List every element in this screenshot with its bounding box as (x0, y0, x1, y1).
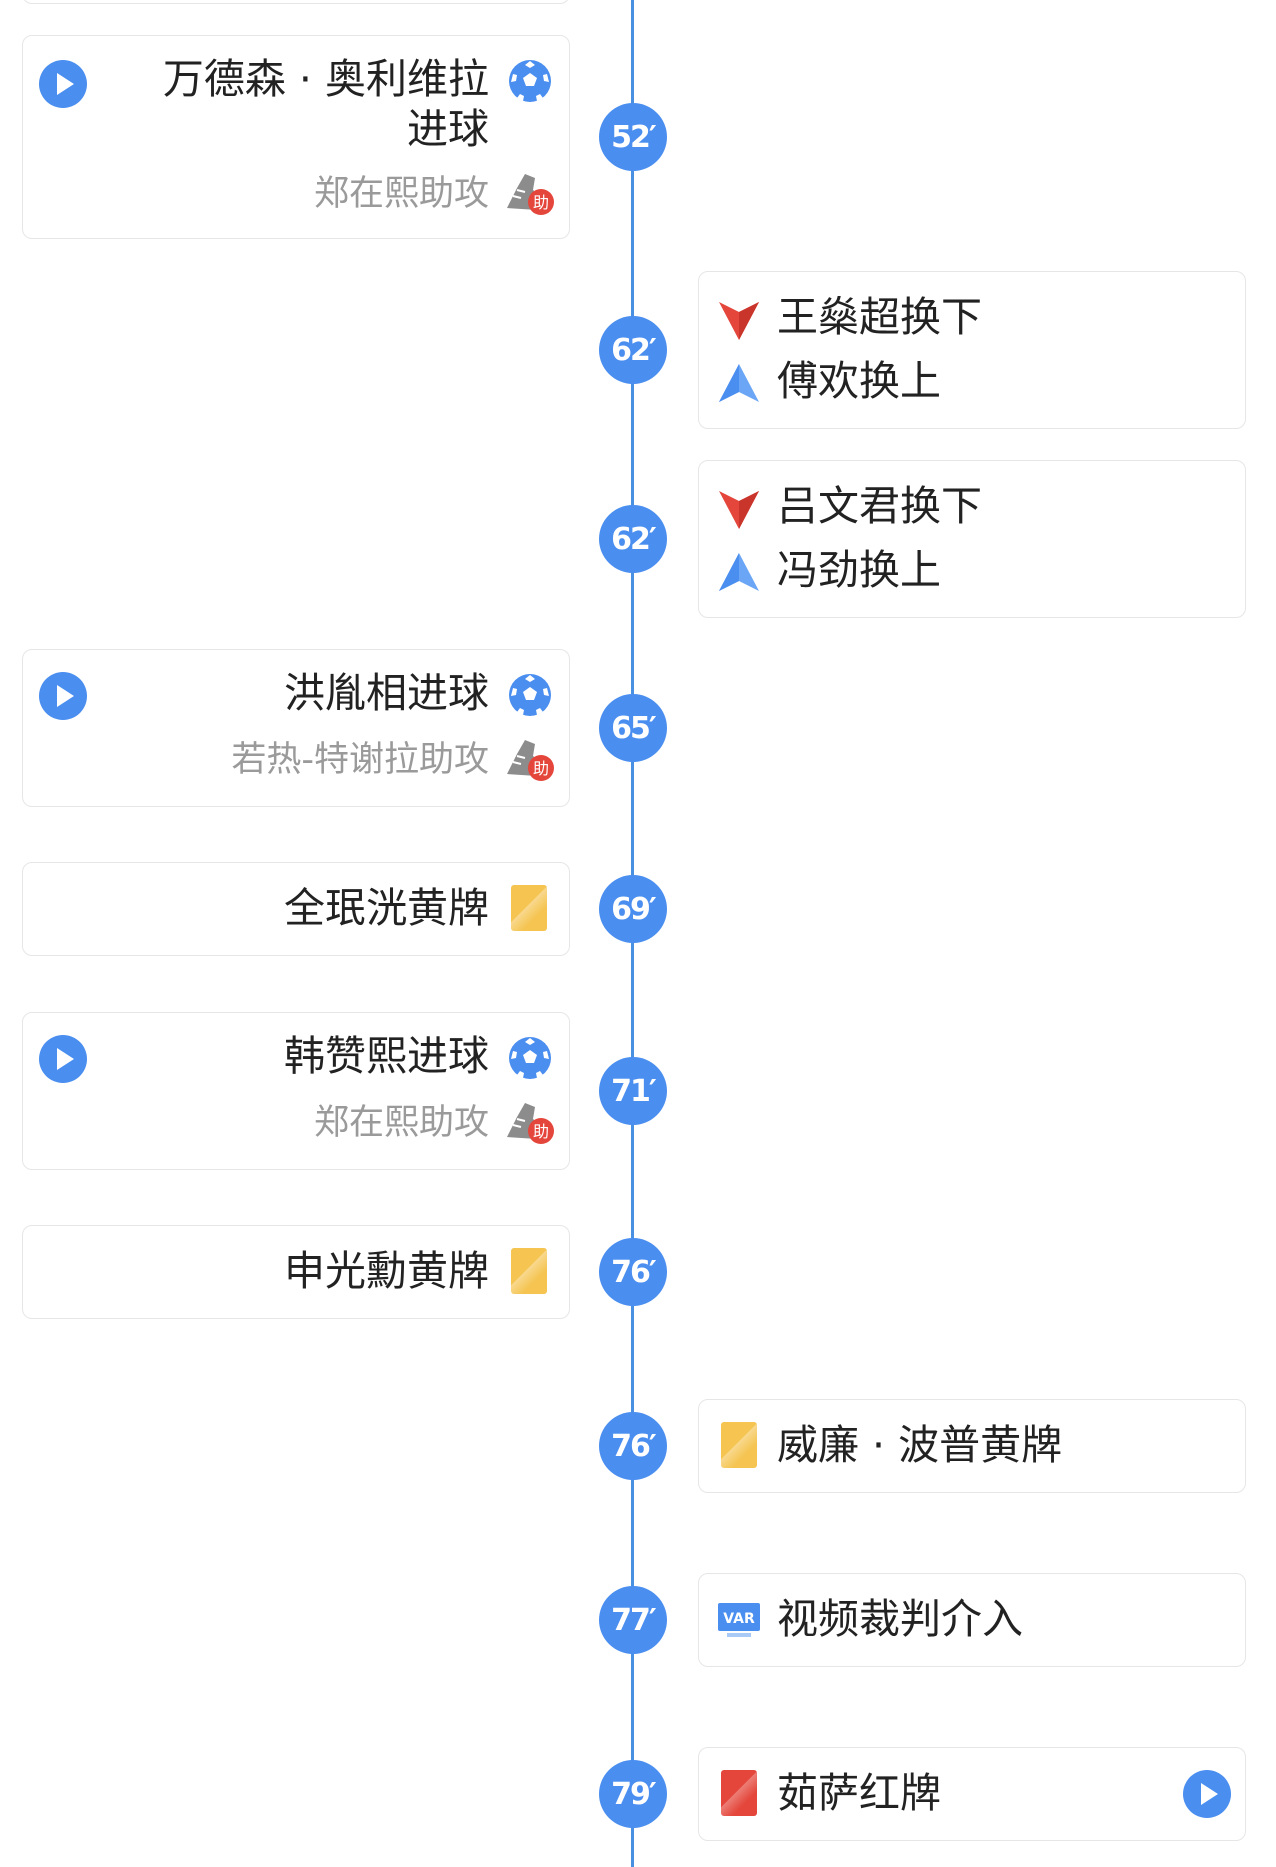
assist-badge: 助 (533, 193, 549, 212)
yellow-card-player: 威廉 · 波普黄牌 (777, 1421, 1063, 1469)
sub-out-arrow-icon (719, 302, 759, 340)
soccer-ball-icon (509, 60, 551, 102)
minute-marker: 62′ (599, 316, 667, 384)
sub-out-text: 吕文君换下 (777, 482, 982, 530)
red-card-player: 茹萨红牌 (777, 1769, 941, 1817)
sub-in-arrow-icon (719, 364, 759, 402)
assist-boot-icon: 助 (507, 1103, 554, 1144)
assist-text: 郑在熙助攻 (313, 174, 489, 214)
minute-marker: 71′ (599, 1057, 667, 1125)
event-card-partial (22, 0, 570, 4)
assist-text: 若热-特谢拉助攻 (231, 740, 489, 780)
var-label: VAR (723, 1611, 755, 1627)
sub-in-arrow-icon (719, 553, 759, 591)
yellow-card-player: 全珉洸黄牌 (284, 884, 489, 932)
goal-scorer-name: 万德森 · 奥利维拉 (162, 55, 489, 103)
soccer-ball-icon (509, 1037, 551, 1079)
sub-out-text: 王燊超换下 (777, 293, 982, 341)
play-icon[interactable] (39, 1035, 87, 1083)
sub-in-text: 冯劲换上 (777, 546, 941, 594)
minute-marker: 69′ (599, 875, 667, 943)
event-card-red[interactable]: 茹萨红牌 (698, 1747, 1246, 1841)
event-card-yellow[interactable]: 申光勳黄牌 (22, 1225, 570, 1319)
event-card-var[interactable]: VAR 视频裁判介入 (698, 1573, 1246, 1667)
assist-text: 郑在熙助攻 (313, 1103, 489, 1143)
yellow-card-icon (511, 1248, 547, 1294)
assist-boot-icon: 助 (507, 740, 554, 781)
event-card-substitution[interactable]: 王燊超换下 傅欢换上 (698, 271, 1246, 429)
yellow-card-icon (511, 885, 547, 931)
soccer-ball-icon (509, 674, 551, 716)
minute-marker: 79′ (599, 1760, 667, 1828)
red-card-icon (721, 1770, 757, 1816)
assist-badge: 助 (533, 759, 549, 778)
event-card-goal[interactable]: 万德森 · 奥利维拉 进球 郑在熙助攻 助 (22, 35, 570, 239)
event-card-goal[interactable]: 韩赞熙进球 郑在熙助攻 助 (22, 1012, 570, 1170)
var-text: 视频裁判介入 (777, 1595, 1023, 1643)
event-card-yellow[interactable]: 全珉洸黄牌 (22, 862, 570, 956)
sub-in-text: 傅欢换上 (777, 357, 941, 405)
play-icon[interactable] (39, 60, 87, 108)
minute-marker: 62′ (599, 505, 667, 573)
event-card-goal[interactable]: 洪胤相进球 若热-特谢拉助攻 助 (22, 649, 570, 807)
assist-boot-icon: 助 (507, 174, 554, 215)
minute-marker: 52′ (599, 103, 667, 171)
minute-marker: 76′ (599, 1238, 667, 1306)
yellow-card-player: 申光勳黄牌 (284, 1247, 489, 1295)
assist-badge: 助 (533, 1122, 549, 1141)
play-icon[interactable] (39, 672, 87, 720)
event-card-yellow[interactable]: 威廉 · 波普黄牌 (698, 1399, 1246, 1493)
minute-marker: 77′ (599, 1586, 667, 1654)
goal-scorer-name: 洪胤相进球 (284, 669, 489, 717)
var-icon: VAR (718, 1603, 760, 1637)
yellow-card-icon (721, 1422, 757, 1468)
minute-marker: 65′ (599, 694, 667, 762)
minute-marker: 76′ (599, 1412, 667, 1480)
sub-out-arrow-icon (719, 491, 759, 529)
goal-scorer-name-line2: 进球 (407, 105, 489, 153)
goal-scorer-name: 韩赞熙进球 (284, 1032, 489, 1080)
event-card-substitution[interactable]: 吕文君换下 冯劲换上 (698, 460, 1246, 618)
play-icon[interactable] (1183, 1770, 1231, 1818)
